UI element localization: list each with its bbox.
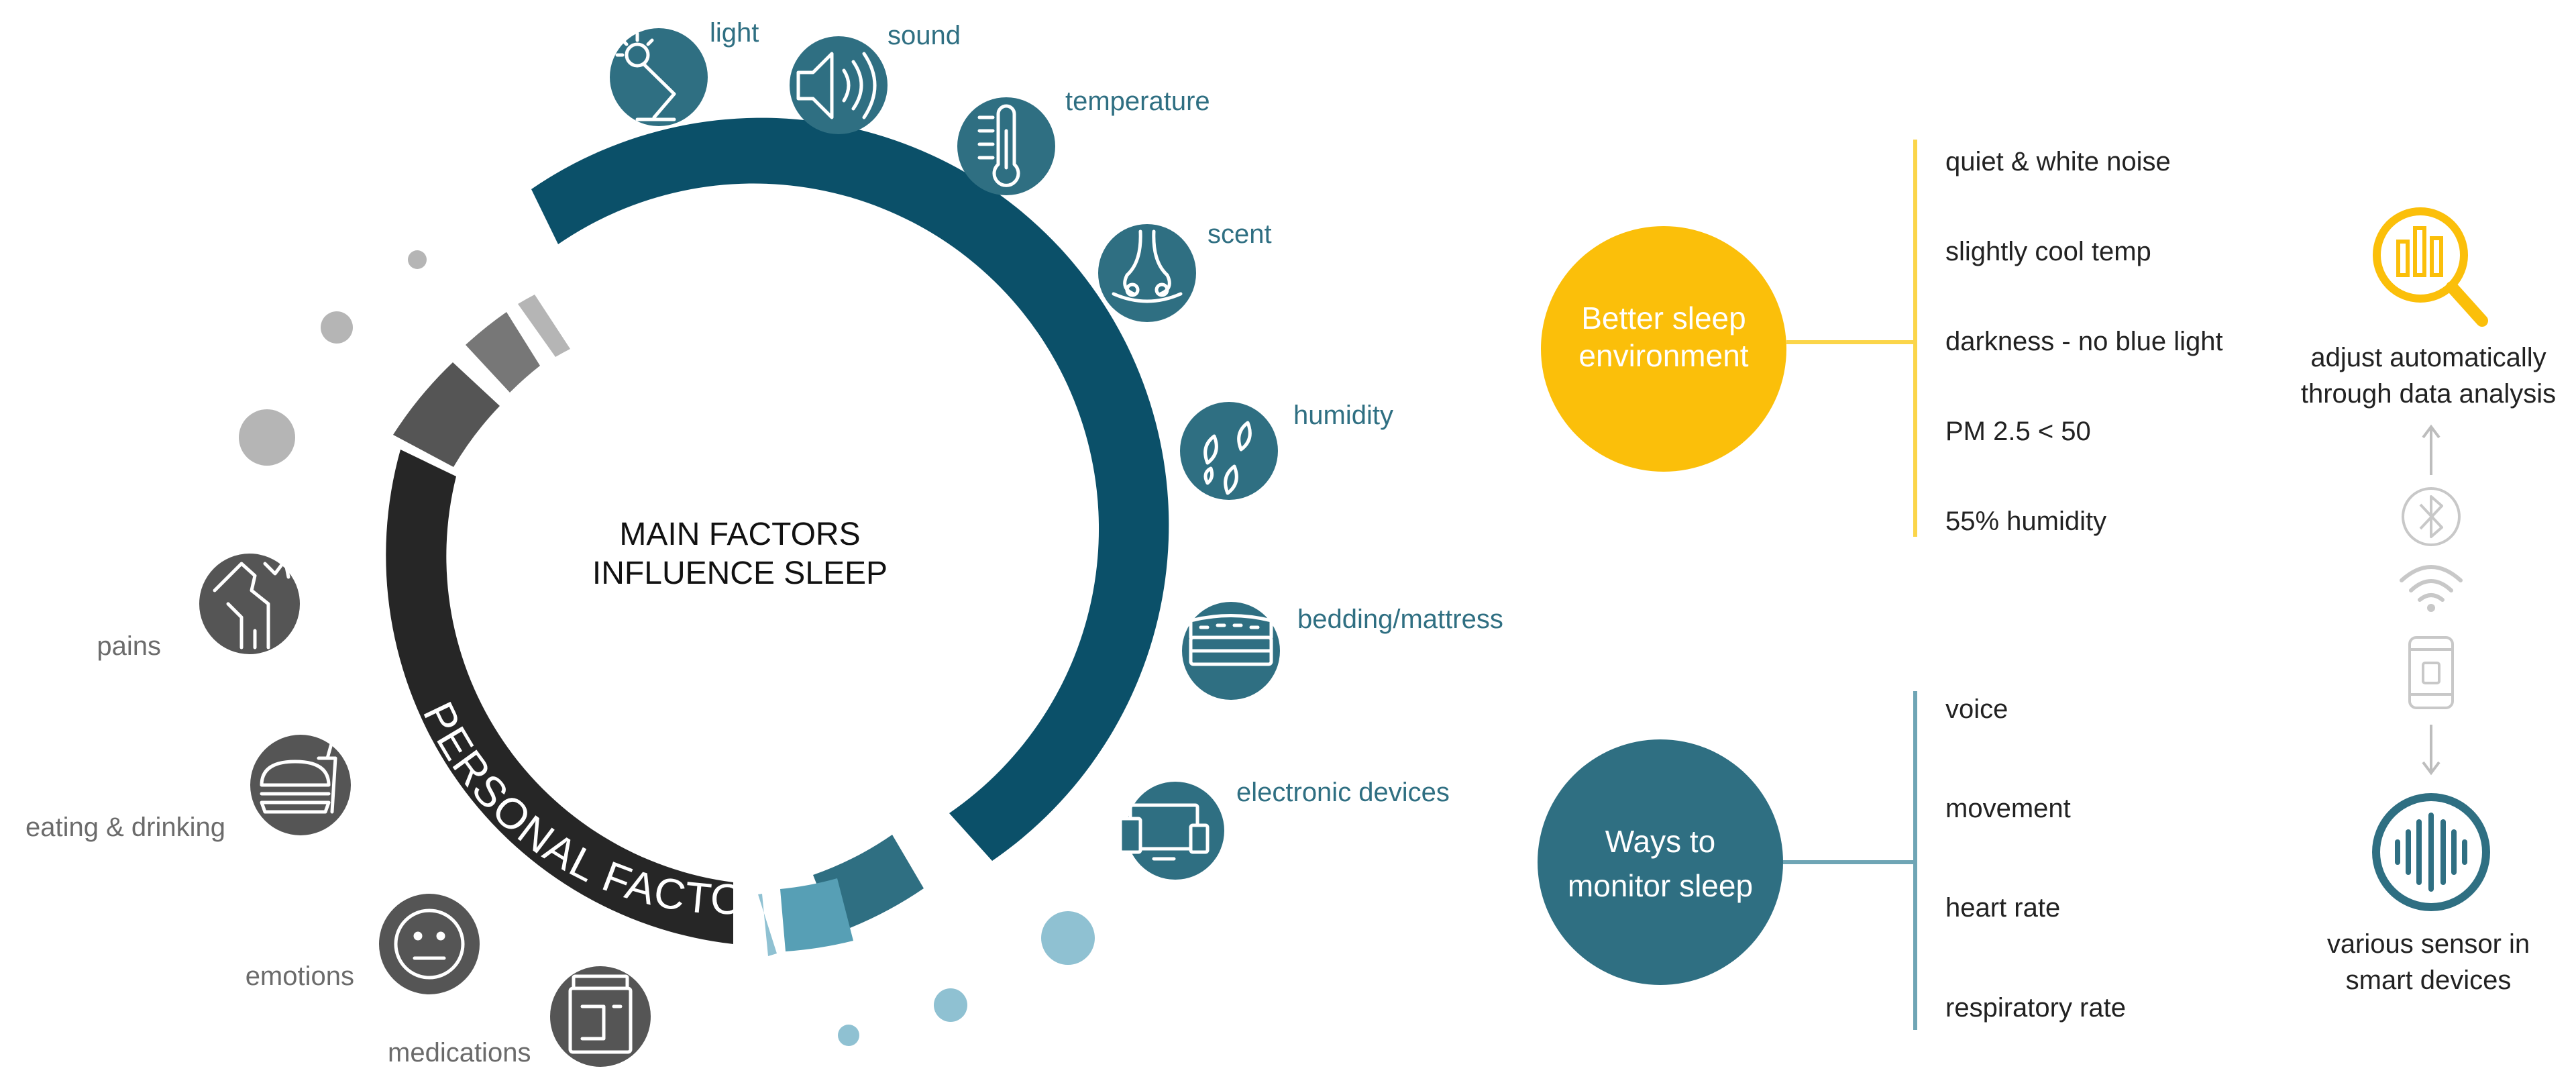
factor-light: light: [610, 18, 759, 126]
factor-label-medications: medications: [388, 1038, 531, 1068]
factor-temperature: temperature: [957, 87, 1210, 195]
lamp-icon: [615, 32, 676, 121]
face-icon: [394, 908, 465, 980]
decorative-dots: [239, 250, 1095, 1046]
factor-humidity: humidity: [1180, 401, 1393, 500]
monitor-item: respiratory rate: [1945, 993, 2126, 1023]
factor-bedding: bedding/mattress: [1182, 602, 1503, 700]
factor-emotions: emotions: [246, 894, 480, 994]
personal-arc-main: [386, 450, 733, 944]
pill-bottle-icon: [568, 974, 633, 1054]
better-env-item: quiet & white noise: [1945, 147, 2171, 176]
analysis-magnifier-icon: [2373, 207, 2488, 327]
factor-label-temperature: temperature: [1065, 87, 1210, 116]
factor-label-pains: pains: [97, 631, 161, 661]
center-title-line1: MAIN FACTORS: [619, 517, 860, 552]
flow-bottom-line2: smart devices: [2346, 966, 2512, 995]
bluetooth-icon: [2402, 487, 2461, 546]
monitor-hub: [1538, 739, 1783, 985]
water-drops-icon: [1203, 421, 1252, 495]
factor-label-emotions: emotions: [246, 962, 354, 991]
flow-top-line2: through data analysis: [2301, 379, 2556, 409]
wifi-icon: [2400, 565, 2463, 612]
factor-pains: pains: [97, 554, 300, 661]
smartphone-icon: [2408, 636, 2454, 709]
bed-icon: [1189, 614, 1273, 666]
burger-drink-icon: [260, 739, 337, 814]
factor-scent: scent: [1098, 219, 1272, 322]
factor-electronic-devices: electronic devices: [1118, 778, 1450, 880]
flow-top-line1: adjust automatically: [2310, 343, 2546, 372]
factor-label-humidity: humidity: [1293, 401, 1393, 430]
factor-sound: sound: [790, 21, 961, 134]
thermometer-icon: [977, 104, 1020, 187]
monitor-hub-line2: monitor sleep: [1568, 868, 1753, 903]
personal-arc-seg-3: [518, 295, 570, 357]
personal-arc-seg-1: [393, 362, 500, 467]
factor-eating-drinking: eating & drinking: [25, 735, 351, 842]
env-arc-seg-2: [780, 878, 853, 951]
nose-icon: [1112, 229, 1183, 303]
better-env-hub-line1: Better sleep: [1581, 301, 1746, 335]
automation-flow: adjust automatically through data analys…: [2301, 207, 2556, 995]
factor-label-sound: sound: [888, 21, 961, 50]
factor-medications: medications: [388, 966, 651, 1068]
speaker-icon: [796, 52, 877, 119]
personal-arc-seg-2: [466, 312, 540, 393]
better-env-item: slightly cool temp: [1945, 237, 2151, 266]
better-env-item: darkness - no blue light: [1945, 327, 2223, 356]
monitor-item: movement: [1945, 794, 2071, 823]
devices-icon: [1118, 803, 1210, 861]
factor-label-scent: scent: [1208, 219, 1272, 249]
factor-label-eating-drinking: eating & drinking: [25, 813, 225, 842]
better-env-item: PM 2.5 < 50: [1945, 417, 2091, 446]
env-arc-seg-3: [758, 894, 777, 956]
factor-label-electronic-devices: electronic devices: [1236, 778, 1450, 807]
sensor-wave-icon: [2372, 793, 2490, 911]
monitor-hub-line1: Ways to: [1605, 824, 1715, 859]
env-arc-main: [531, 117, 1169, 862]
factor-label-bedding: bedding/mattress: [1297, 605, 1503, 634]
monitor-item: voice: [1945, 694, 2008, 724]
pain-hand-icon: [213, 558, 290, 650]
monitor-item: heart rate: [1945, 893, 2060, 923]
better-env-hub-line2: environment: [1578, 338, 1748, 373]
monitor-section: Ways to monitor sleep voice movement hea…: [1538, 691, 2126, 1030]
better-env-section: Better sleep environment quiet & white n…: [1541, 140, 2223, 537]
factor-label-light: light: [710, 18, 759, 48]
better-env-item: 55% humidity: [1945, 507, 2106, 536]
flow-bottom-line1: various sensor in: [2327, 929, 2530, 959]
center-title-line2: INFLUENCE SLEEP: [592, 556, 888, 591]
better-env-hub: [1541, 226, 1786, 472]
